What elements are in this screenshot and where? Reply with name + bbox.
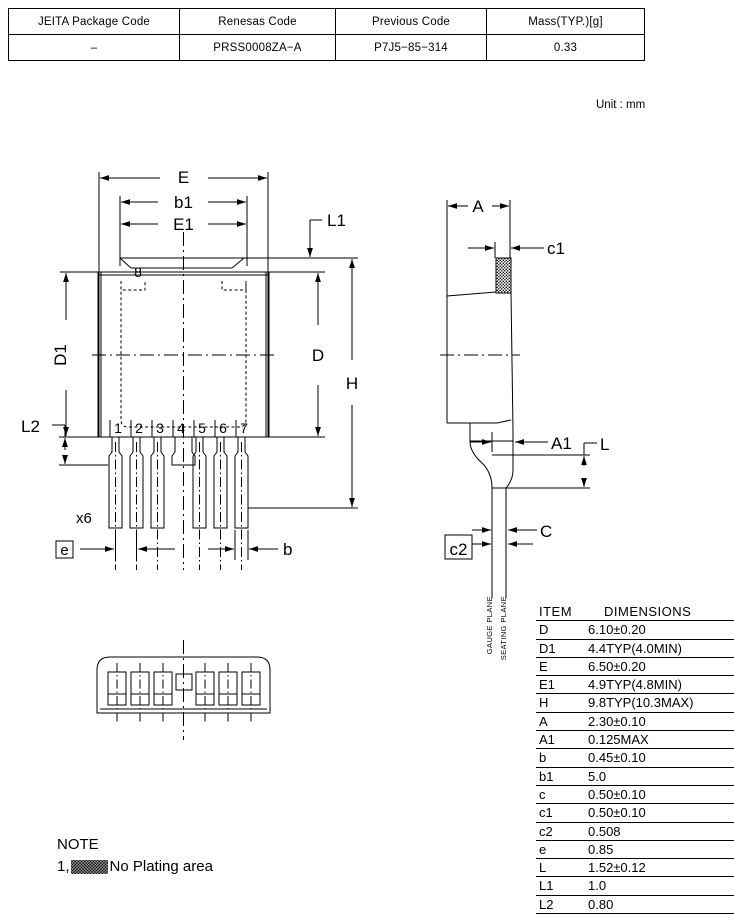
note-title: NOTE bbox=[57, 836, 99, 853]
label-gauge-plane: GAUGE PLANE bbox=[485, 596, 494, 654]
dim-item: L bbox=[536, 858, 585, 878]
label-dim-D1: D1 bbox=[51, 344, 70, 366]
table-row-values: – PRSS0008ZA−A P7J5−85−314 0.33 bbox=[8, 34, 645, 61]
label-corner-pin-8: 8 bbox=[134, 264, 142, 280]
value-previous-code: P7J5−85−314 bbox=[335, 34, 487, 61]
label-dim-b1: b1 bbox=[174, 193, 193, 212]
value-mass-typ: 0.33 bbox=[486, 34, 645, 61]
label-pin-1: 1 bbox=[114, 420, 122, 436]
dim-item: c1 bbox=[536, 803, 585, 823]
dim-value: 0.50±0.10 bbox=[585, 785, 734, 805]
dim-item: c bbox=[536, 785, 585, 805]
dim-item: b bbox=[536, 748, 585, 768]
dim-item: E1 bbox=[536, 675, 585, 695]
label-dim-b: b bbox=[283, 540, 292, 559]
label-pin-6: 6 bbox=[219, 420, 227, 436]
dim-value: 4.9TYP(4.8MIN) bbox=[585, 675, 734, 695]
label-dim-L: L bbox=[600, 435, 609, 454]
label-pin-multiplier: x6 bbox=[76, 510, 92, 527]
note-line: 1, No Plating area bbox=[57, 856, 213, 878]
header-jeita-package-code: JEITA Package Code bbox=[8, 8, 180, 35]
dimensions-header-dimensions: DIMENSIONS bbox=[585, 603, 734, 622]
dim-item: L1 bbox=[536, 876, 585, 896]
dim-value: 4.4TYP(4.0MIN) bbox=[585, 639, 734, 658]
header-mass-typ: Mass(TYP.)[g] bbox=[486, 8, 645, 35]
dim-item: e bbox=[536, 840, 585, 860]
dim-value: 0.50±0.10 bbox=[585, 803, 734, 823]
label-dim-L1: L1 bbox=[327, 211, 346, 230]
dim-value: 2.30±0.10 bbox=[585, 712, 734, 732]
table-row-headers: JEITA Package Code Renesas Code Previous… bbox=[8, 8, 645, 35]
dim-item: A bbox=[536, 712, 585, 732]
header-renesas-code: Renesas Code bbox=[179, 8, 336, 35]
dim-item: L2 bbox=[536, 895, 585, 915]
label-dim-A: A bbox=[472, 197, 484, 216]
dim-value: 0.80 bbox=[585, 895, 734, 915]
note-block: NOTE 1, No Plating area bbox=[57, 834, 213, 878]
dim-value: 9.8TYP(10.3MAX) bbox=[585, 693, 734, 713]
label-dim-c2: c2 bbox=[450, 540, 468, 559]
dim-item: D bbox=[536, 620, 585, 640]
label-dim-H: H bbox=[346, 374, 358, 393]
dim-value: 1.0 bbox=[585, 876, 734, 896]
dim-item: c2 bbox=[536, 822, 585, 841]
dim-item: D1 bbox=[536, 639, 585, 658]
label-dim-E: E bbox=[178, 168, 189, 187]
label-dim-A1: A1 bbox=[551, 434, 572, 453]
dim-value: 0.508 bbox=[585, 822, 734, 841]
label-pin-2: 2 bbox=[135, 420, 143, 436]
dim-item: H bbox=[536, 693, 585, 713]
dim-value: 5.0 bbox=[585, 767, 734, 786]
dim-value: 0.125MAX bbox=[585, 730, 734, 750]
note-text: No Plating area bbox=[109, 857, 213, 875]
dim-value: 0.85 bbox=[585, 840, 734, 860]
label-pin-7: 7 bbox=[240, 420, 248, 436]
unit-label: Unit : mm bbox=[596, 99, 646, 111]
dim-item: E bbox=[536, 657, 585, 677]
dim-value: 1.52±0.12 bbox=[585, 858, 734, 878]
dim-value: 6.50±0.20 bbox=[585, 657, 734, 677]
label-pin-4: 4 bbox=[177, 420, 185, 436]
label-seating-plane: SEATING PLANE bbox=[499, 596, 508, 660]
package-code-table: JEITA Package Code Renesas Code Previous… bbox=[8, 8, 645, 61]
note-number: 1, bbox=[57, 857, 70, 875]
dim-item: A1 bbox=[536, 730, 585, 750]
dim-value: 0.45±0.10 bbox=[585, 748, 734, 768]
label-dim-c1: c1 bbox=[547, 239, 565, 258]
dimensions-table-header: ITEM DIMENSIONS bbox=[536, 603, 734, 622]
label-pin-3: 3 bbox=[156, 420, 164, 436]
label-dim-C: C bbox=[540, 522, 552, 541]
label-dim-D: D bbox=[312, 346, 324, 365]
value-renesas-code: PRSS0008ZA−A bbox=[179, 34, 336, 61]
label-dim-E1: E1 bbox=[173, 215, 194, 234]
label-dim-e: e bbox=[60, 542, 68, 559]
dimensions-header-item: ITEM bbox=[536, 603, 585, 622]
label-dim-L2: L2 bbox=[21, 417, 40, 436]
no-plating-swatch-icon bbox=[70, 859, 108, 874]
dim-value: 6.10±0.20 bbox=[585, 620, 734, 640]
dim-item: b1 bbox=[536, 767, 585, 786]
label-pin-5: 5 bbox=[198, 420, 206, 436]
